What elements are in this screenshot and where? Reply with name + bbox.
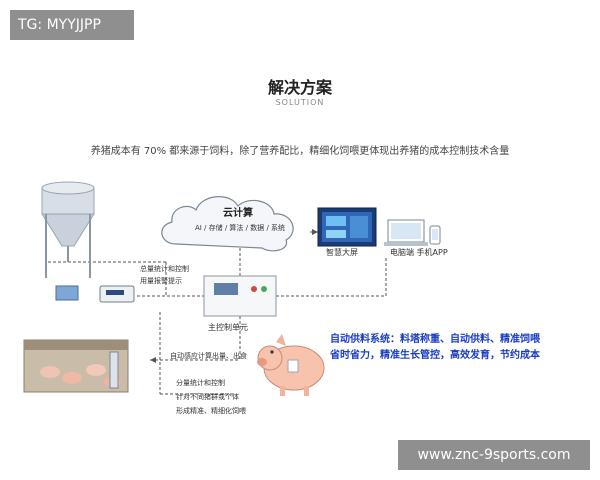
devices-label: 电脑端 手机APP — [390, 248, 448, 257]
scale-display — [106, 290, 124, 295]
scale-note-line1: 总量统计和控制 — [140, 265, 189, 273]
section-subtitle: SOLUTION — [275, 98, 325, 107]
control-unit-box — [203, 275, 277, 317]
silo-graphic — [41, 181, 95, 278]
tag-badge: TG: MYYJJPP — [10, 10, 134, 40]
control-unit-display — [214, 283, 238, 295]
highlight-text: 自动供料系统：料塔称重、自动供料、精准饲喂 省时省力，精准生长管控，高效发育，节… — [330, 332, 594, 364]
sensor-box — [55, 285, 79, 301]
arrow-feed — [150, 357, 156, 363]
big-screen-label: 智慧大屏 — [326, 248, 358, 257]
arrow-screen — [312, 229, 318, 235]
feeder-graphic — [109, 351, 119, 389]
pen-note-line2: 针对不同猪群或个体 — [176, 393, 239, 401]
highlight-line1: 自动供料系统：料塔称重、自动供料、精准饲喂 — [330, 334, 540, 345]
pen-note-line3: 形成精准、精细化饲喂 — [176, 407, 246, 415]
control-unit-label: 主控制单元 — [208, 323, 248, 332]
cloud-items: AI / 存储 / 算法 / 数据 / 系统 — [194, 224, 286, 232]
cloud-title: 云计算 — [223, 208, 253, 219]
section-title: 解决方案 — [267, 78, 332, 97]
feed-note: 自动感应计算出量、出食 — [170, 352, 247, 360]
pen-note-line1: 分量统计和控制 — [176, 379, 225, 387]
cloud-shape — [161, 196, 294, 252]
scale-note-line2: 用量报警提示 — [140, 277, 182, 285]
highlight-line2: 省时省力，精准生长管控，高效发育，节约成本 — [330, 350, 540, 361]
intro-text: 养猪成本有 70% 都来源于饲料，除了营养配比，精细化饲喂更体现出养猪的成本控制… — [90, 146, 510, 157]
pig-mascot — [257, 334, 325, 396]
watermark-badge: www.znc-9sports.com — [398, 440, 590, 470]
